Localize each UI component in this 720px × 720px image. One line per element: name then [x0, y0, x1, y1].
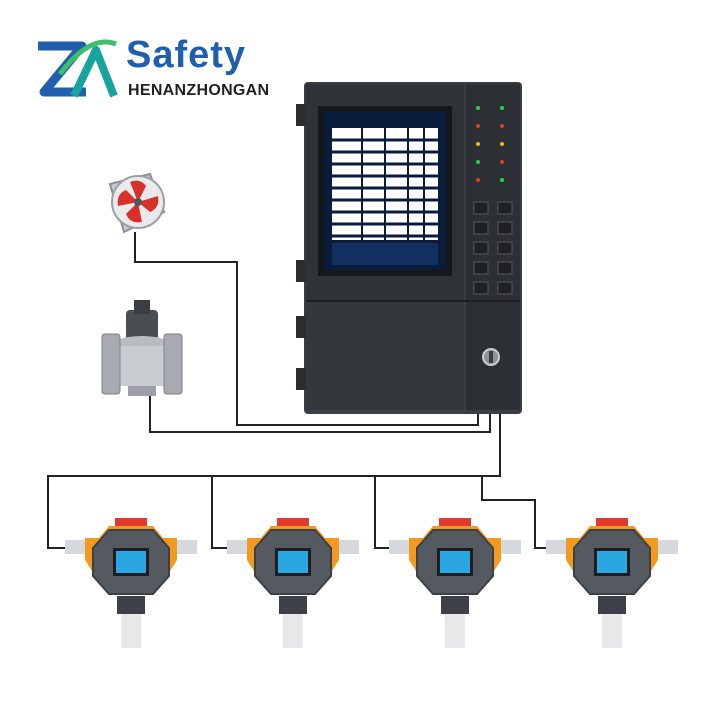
- display-screen: [318, 106, 452, 276]
- key-lock-icon: [482, 348, 500, 366]
- brand-subtitle: HENANZHONGAN: [128, 82, 270, 99]
- axial-fan-icon: [108, 172, 166, 234]
- indicator-led: [476, 106, 504, 182]
- gas-detector: [65, 518, 197, 648]
- drop-wire-2: [211, 476, 228, 549]
- control-button: [473, 201, 513, 295]
- gas-detector: [389, 518, 521, 648]
- controller-cabinet: [296, 82, 522, 414]
- wiring: [47, 232, 548, 549]
- gas-detector: [227, 518, 359, 648]
- drop-wire-4: [481, 476, 548, 549]
- fan-wire: [134, 232, 479, 426]
- gas-detector: [546, 518, 678, 648]
- brand-mark-icon: [38, 39, 118, 98]
- brand-logo: Safety HENANZHONGAN: [30, 30, 269, 110]
- solenoid-valve-icon: [101, 300, 183, 396]
- drop-wire-3: [374, 476, 390, 549]
- brand-name: Safety: [126, 34, 247, 76]
- valve-wire: [149, 395, 491, 433]
- bus-wire: [47, 410, 501, 549]
